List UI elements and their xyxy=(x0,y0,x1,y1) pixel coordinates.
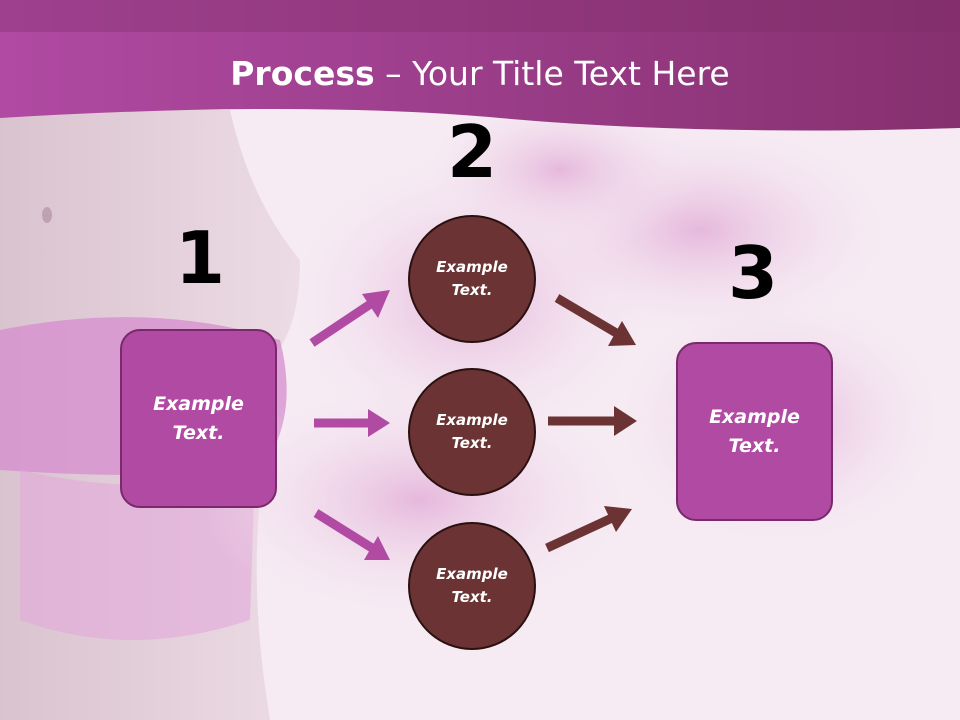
step-2-circle-1-text: Example Text. xyxy=(436,258,508,299)
step-number-1: 1 xyxy=(174,216,226,300)
step-number-3: 3 xyxy=(727,231,779,315)
step-number-2: 2 xyxy=(446,110,498,194)
step-2-circle-1: Example Text. xyxy=(408,215,536,343)
step-1-text: Example Text. xyxy=(153,392,244,444)
step-2-circle-2-text: Example Text. xyxy=(436,411,508,452)
step-2-circle-3-text: Example Text. xyxy=(436,565,508,606)
slide-title: Process – Your Title Text Here xyxy=(0,52,960,96)
step-3-box: Example Text. xyxy=(676,342,833,521)
title-rest: – Your Title Text Here xyxy=(374,54,730,93)
step-2-circle-2: Example Text. xyxy=(408,368,536,496)
step-3-text: Example Text. xyxy=(709,405,800,457)
step-1-box: Example Text. xyxy=(120,329,277,508)
step-2-circle-3: Example Text. xyxy=(408,522,536,650)
title-bold: Process xyxy=(230,54,375,93)
